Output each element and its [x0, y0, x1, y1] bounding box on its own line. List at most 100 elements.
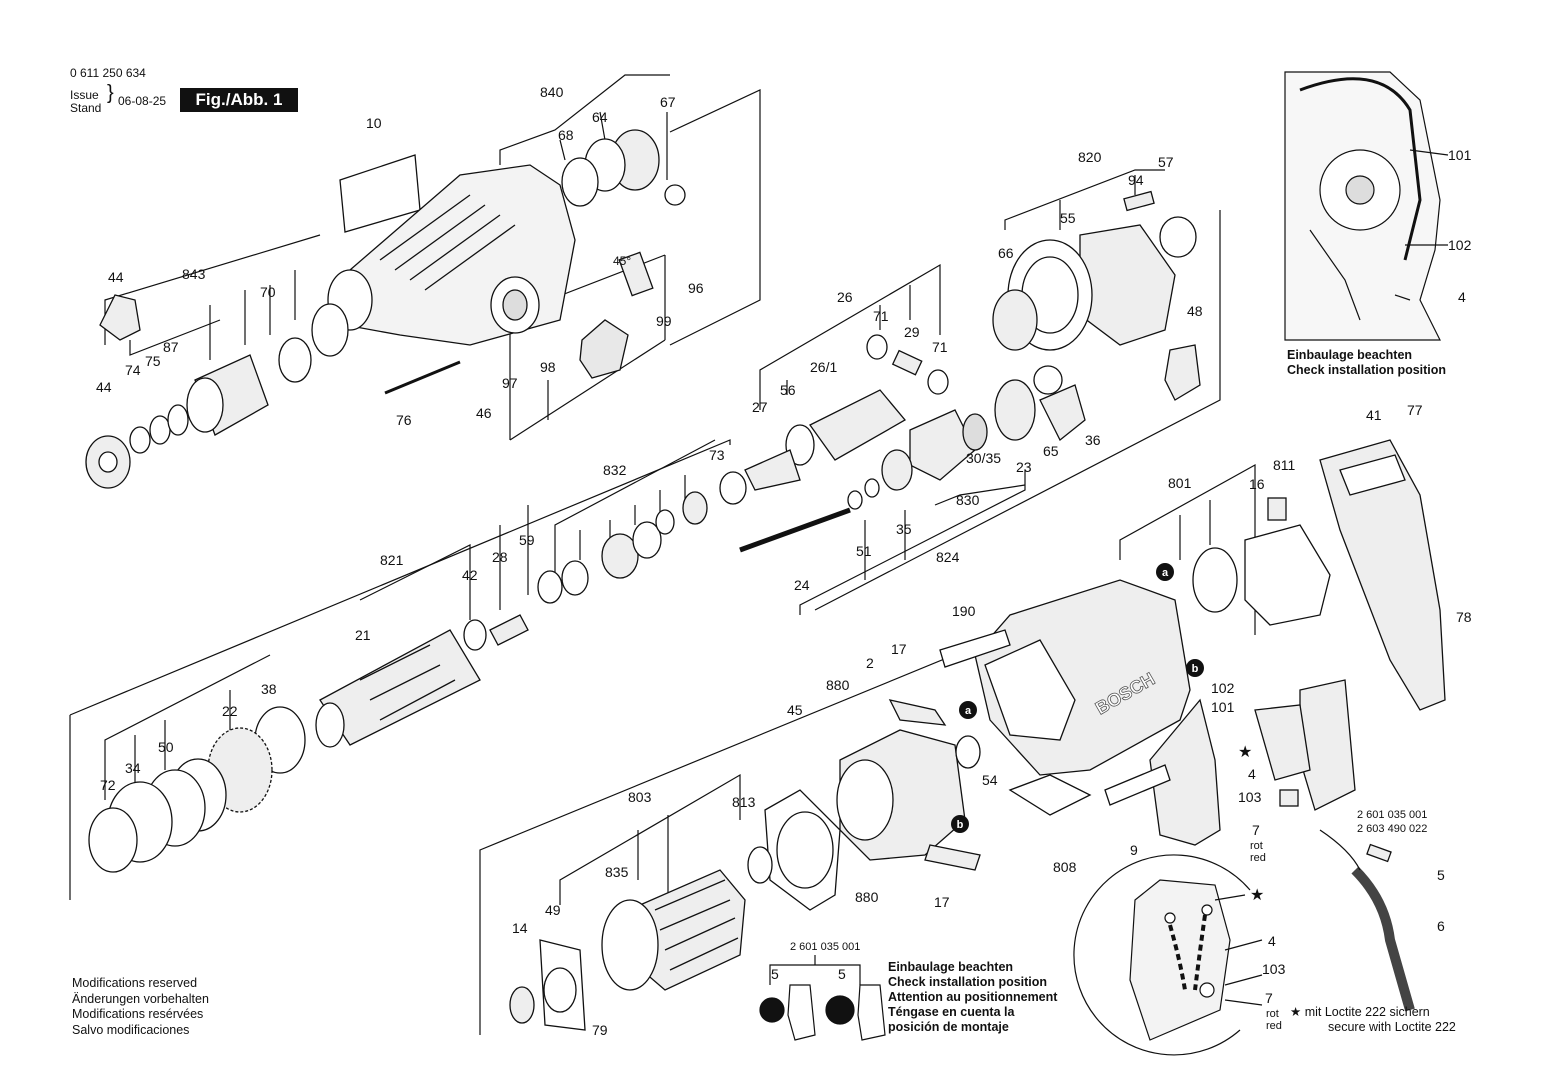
part-label-23: 23: [1016, 459, 1032, 475]
part-label-36: 36: [1085, 432, 1101, 448]
part-label-102a: 102: [1448, 237, 1472, 253]
install-note-line-4: Téngase en cuenta la: [888, 1005, 1015, 1019]
part-label-10: 10: [366, 115, 382, 131]
part-label-96: 96: [688, 280, 704, 296]
part-label-808: 808: [1053, 859, 1077, 875]
star-icon-inset: ★: [1250, 887, 1264, 904]
part-label-66: 66: [998, 245, 1014, 261]
modifications-note: Modifications reserved Änderungen vorbeh…: [72, 976, 209, 1038]
star-icon-note: ★: [1290, 1005, 1302, 1019]
part-label-74: 74: [125, 362, 141, 378]
angle-label: 45°: [613, 254, 631, 268]
issue-label: Issue: [70, 88, 99, 102]
part-label-44b: 44: [96, 379, 112, 395]
modifications-es: Salvo modificaciones: [72, 1022, 190, 1037]
part-label-2603: 2 603 490 022: [1357, 823, 1427, 835]
part-label-880: 880: [826, 677, 850, 693]
part-label-7b: 7: [1252, 822, 1260, 838]
inset-top-right: [1284, 71, 1449, 341]
color-rot-1: rot: [1250, 840, 1263, 852]
part-label-59: 59: [519, 532, 535, 548]
install-note-line-3: Attention au positionnement: [888, 990, 1058, 1004]
part-label-28: 28: [492, 549, 508, 565]
part-label-4b: 4: [1248, 766, 1256, 782]
install-note-line-2: Check installation position: [888, 975, 1048, 989]
part-label-68: 68: [558, 127, 574, 143]
part-label-34: 34: [125, 760, 141, 776]
part-label-38: 38: [261, 681, 277, 697]
part-label-102b: 102: [1211, 680, 1235, 696]
marker-a-bottom: a: [965, 705, 972, 717]
box-840-edge: [669, 89, 761, 346]
part-label-16: 16: [1249, 476, 1265, 492]
part-label-42: 42: [462, 567, 478, 583]
loctite-note: ★ mit Loctite 222 sichern secure with Lo…: [1290, 1005, 1456, 1035]
modifications-de: Änderungen vorbehalten: [72, 991, 209, 1006]
part-label-880b: 880: [855, 889, 879, 905]
brush-orientation-sketch: [759, 984, 886, 1041]
install-note-multilang: Einbaulage beachten Check installation p…: [888, 960, 1057, 1035]
install-note-top-en: Check installation position: [1287, 363, 1447, 377]
part-label-48: 48: [1187, 303, 1203, 319]
part-label-27: 27: [752, 399, 768, 415]
part-labels: 840 67 68 64 10 44 843 70 74 75 87 44 76…: [96, 84, 1472, 1038]
part-label-835: 835: [605, 864, 629, 880]
part-label-22: 22: [222, 703, 238, 719]
part-label-2601b: 2 601 035 001: [790, 941, 860, 953]
part-label-832: 832: [603, 462, 627, 478]
part-label-71b: 71: [932, 339, 948, 355]
date: 06-08-25: [118, 94, 167, 108]
part-label-843: 843: [182, 266, 206, 282]
marker-b-bottom: b: [957, 819, 964, 831]
part-label-813: 813: [732, 794, 756, 810]
part-label-26-1: 26/1: [810, 359, 837, 375]
part-label-9: 9: [1130, 842, 1138, 858]
marker-a-top: a: [1162, 567, 1169, 579]
part-label-190: 190: [952, 603, 976, 619]
part-label-840: 840: [540, 84, 564, 100]
part-label-101b: 101: [1211, 699, 1235, 715]
modifications-en: Modifications reserved: [72, 976, 198, 990]
part-label-99: 99: [656, 313, 672, 329]
part-label-4c: 4: [1268, 933, 1276, 949]
part-label-64: 64: [592, 109, 608, 125]
part-label-820: 820: [1078, 149, 1102, 165]
part-label-7c: 7: [1265, 990, 1273, 1006]
part-label-17: 17: [891, 641, 907, 657]
part-label-803: 803: [628, 789, 652, 805]
star-markers: ★ ★: [1238, 744, 1264, 904]
part-label-21: 21: [355, 627, 371, 643]
brace-icon: }: [107, 82, 114, 104]
part-label-76: 76: [396, 412, 412, 428]
modifications-fr: Modifications resérvées: [72, 1007, 204, 1021]
small-part-numbers: 2 601 035 001 2 603 490 022 2 601 035 00…: [790, 809, 1427, 1032]
part-label-2601a: 2 601 035 001: [1357, 809, 1427, 821]
part-label-5c: 5: [838, 966, 846, 982]
part-label-4a: 4: [1458, 289, 1466, 305]
box-803-edge: [479, 594, 1101, 1035]
part-label-94: 94: [1128, 172, 1144, 188]
part-label-70: 70: [260, 284, 276, 300]
part-label-6: 6: [1437, 918, 1445, 934]
part-label-97: 97: [502, 375, 518, 391]
part-label-5a: 5: [1437, 867, 1445, 883]
part-label-811: 811: [1273, 457, 1296, 473]
color-red-2: red: [1266, 1020, 1282, 1032]
part-label-824: 824: [936, 549, 960, 565]
install-note-top-de: Einbaulage beachten: [1287, 348, 1413, 362]
part-label-29: 29: [904, 324, 920, 340]
part-label-103c: 103: [1262, 961, 1286, 977]
box-821-top: [69, 439, 731, 716]
part-label-57: 57: [1158, 154, 1174, 170]
part-label-78: 78: [1456, 609, 1472, 625]
box-820-edge: [814, 210, 1221, 611]
part-label-14: 14: [512, 920, 528, 936]
part-label-44: 44: [108, 269, 124, 285]
part-label-17b: 17: [934, 894, 950, 910]
part-label-30-35: 30/35: [966, 450, 1001, 466]
inset-bottom-circle: [1073, 854, 1263, 1056]
part-label-5b: 5: [771, 966, 779, 982]
part-label-830: 830: [956, 492, 980, 508]
part-label-98: 98: [540, 359, 556, 375]
